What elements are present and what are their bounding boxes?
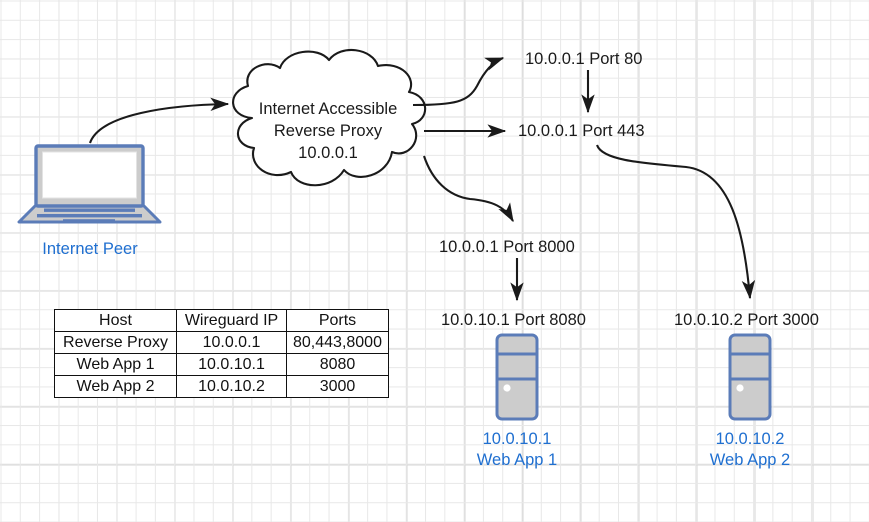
web-app-1-ip-label: 10.0.10.1 <box>482 430 552 448</box>
edge-port443-to-app2 <box>596 144 756 300</box>
table-header-wireguard-ip: Wireguard IP <box>176 309 287 332</box>
table-row: Web App 2 10.0.10.2 3000 <box>54 375 389 398</box>
web-app-2-server-icon <box>728 333 772 421</box>
edge-cloud-to-port80 <box>412 57 505 107</box>
web-app-2-ip-label: 10.0.10.2 <box>715 430 785 448</box>
table-header-host: Host <box>54 309 177 332</box>
label-app1-target: 10.0.10.1 Port 8080 <box>441 311 586 329</box>
table-cell-host: Web App 1 <box>54 353 177 376</box>
table-cell-ports: 80,443,8000 <box>286 331 389 354</box>
label-app2-target: 10.0.10.2 Port 3000 <box>674 311 819 329</box>
table-row: Web App 1 10.0.10.1 8080 <box>54 353 389 376</box>
table-cell-ports: 8080 <box>286 353 389 376</box>
web-app-2-name-label: Web App 2 <box>709 451 791 469</box>
cloud-label-line3: 10.0.0.1 <box>298 143 358 162</box>
table-cell-host: Web App 2 <box>54 375 177 398</box>
internet-peer-label: Internet Peer <box>42 240 138 258</box>
cloud-label-line2: Reverse Proxy <box>273 121 383 140</box>
edge-peer-to-cloud <box>89 97 230 144</box>
table-cell-ip: 10.0.10.2 <box>176 375 287 398</box>
web-app-1-name-label: Web App 1 <box>476 451 558 469</box>
table-cell-host: Reverse Proxy <box>54 331 177 354</box>
label-port-8000: 10.0.0.1 Port 8000 <box>439 238 575 256</box>
host-wireguard-table: Host Wireguard IP Ports Reverse Proxy 10… <box>54 309 389 398</box>
table-cell-ip: 10.0.10.1 <box>176 353 287 376</box>
cloud-label: Internet Accessible Reverse Proxy 10.0.0… <box>243 99 413 165</box>
table-header-ports: Ports <box>286 309 389 332</box>
table-cell-ports: 3000 <box>286 375 389 398</box>
edge-cloud-to-port8000 <box>423 155 514 223</box>
table-row: Reverse Proxy 10.0.0.1 80,443,8000 <box>54 331 389 354</box>
internet-peer-laptop-icon <box>17 144 162 224</box>
label-port-80: 10.0.0.1 Port 80 <box>525 50 643 68</box>
label-port-443: 10.0.0.1 Port 443 <box>518 122 645 140</box>
table-header-row: Host Wireguard IP Ports <box>54 309 389 332</box>
web-app-1-server-icon <box>495 333 539 421</box>
table-cell-ip: 10.0.0.1 <box>176 331 287 354</box>
cloud-label-line1: Internet Accessible <box>258 100 398 118</box>
